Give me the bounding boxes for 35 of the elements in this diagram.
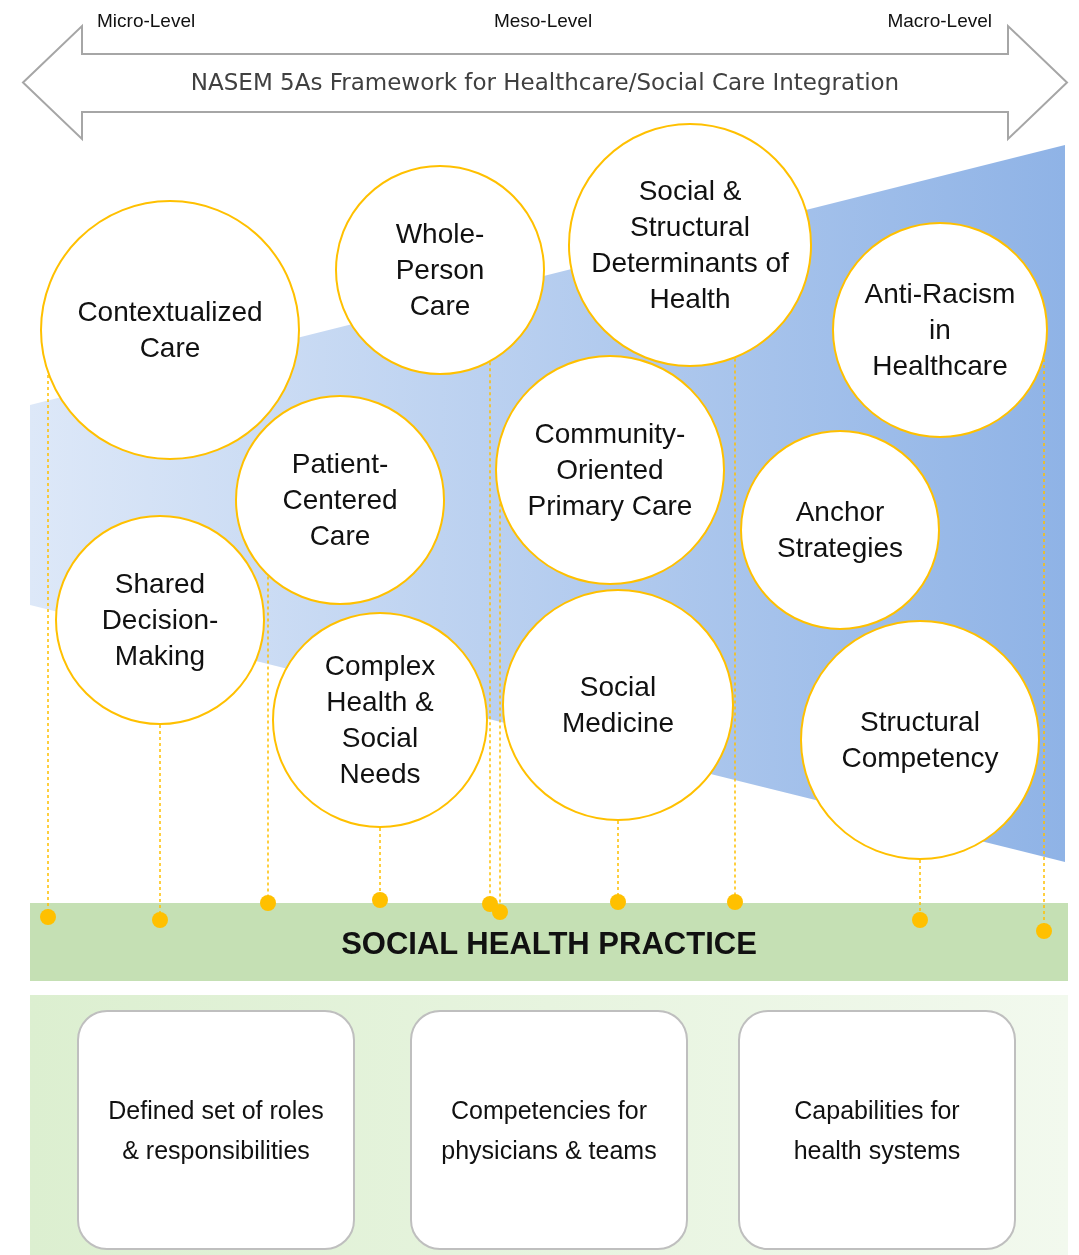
practice-bar: [30, 903, 1068, 981]
practice-title: SOCIAL HEALTH PRACTICE: [341, 926, 757, 962]
double-arrow: [22, 25, 1068, 140]
concept-label: Whole-Person Care: [394, 217, 486, 323]
level-label: Macro-Level: [887, 10, 992, 32]
concept-label: Anchor Strategies: [775, 495, 905, 565]
dotted-connector: [482, 361, 498, 912]
dotted-connector: [727, 357, 743, 910]
level-label: Meso-Level: [493, 10, 593, 32]
info-card: [410, 1010, 688, 1250]
dotted-connector: [40, 374, 56, 925]
concept-label: Community-Oriented Primary Care: [526, 417, 694, 523]
info-card: [738, 1010, 1016, 1250]
concept-label: Complex Health & Social Needs: [323, 649, 437, 791]
info-card: [77, 1010, 355, 1250]
concept-label: Structural Competency: [840, 705, 1000, 775]
dotted-connector: [610, 820, 626, 910]
dotted-connector: [152, 724, 168, 928]
framework-title: NASEM 5As Framework for Healthcare/Social Care Integration: [190, 68, 900, 95]
concept-label: Shared Decision-Making: [100, 567, 220, 673]
concept-label: Patient-Centered Care: [281, 447, 399, 553]
card-text: Competencies for physicians & teams: [440, 1095, 658, 1166]
concept-label: Social & Structural Determinants of Health: [590, 174, 790, 316]
dotted-connector: [912, 859, 928, 928]
concept-label: Anti-Racism in Healthcare: [863, 277, 1017, 383]
level-label: Micro-Level: [97, 10, 196, 32]
dotted-connector: [372, 827, 388, 908]
dotted-connector: [1036, 358, 1052, 939]
dotted-connector: [492, 502, 508, 920]
dotted-connector: [260, 575, 276, 911]
card-text: Capabilities for health systems: [792, 1095, 962, 1166]
card-text: Defined set of roles & responsibilities: [107, 1095, 325, 1166]
concept-label: Contextualized Care: [76, 295, 264, 365]
panel-background: [30, 995, 1068, 1255]
concept-label: Social Medicine: [560, 670, 676, 740]
